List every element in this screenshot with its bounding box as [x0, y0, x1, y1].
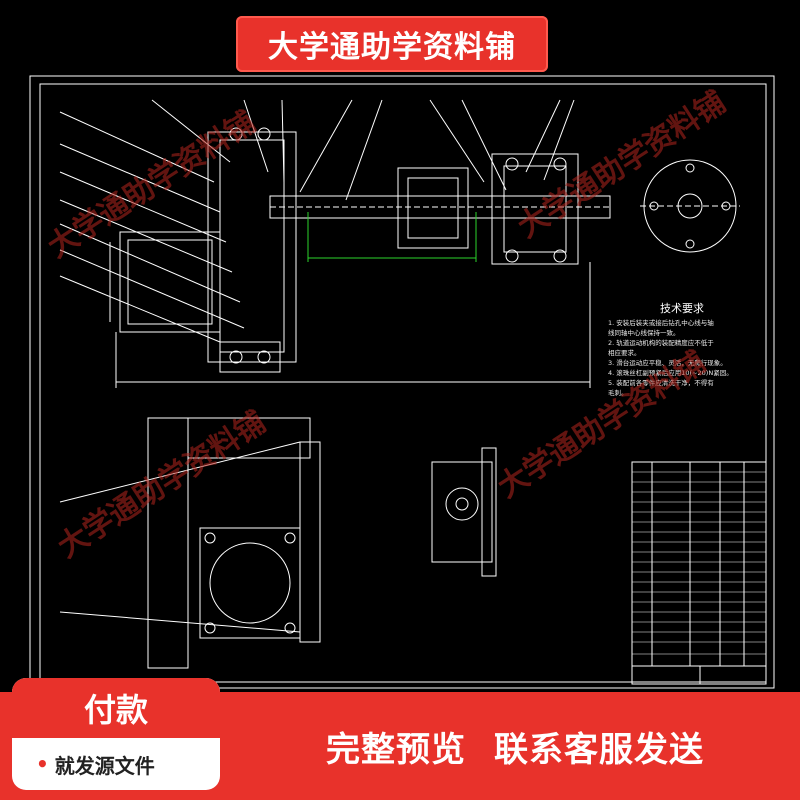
leader-line: [345, 99, 383, 201]
leader-line: [281, 99, 285, 183]
leader-line: [243, 99, 269, 173]
payment-title: 付款: [12, 678, 220, 738]
title-block: [631, 665, 767, 685]
tech-note: 2. 轨道运动机构的装配精度应不低于: [608, 339, 714, 347]
leader-line: [59, 611, 301, 633]
bottom-square-flange: [199, 527, 301, 639]
payment-card[interactable]: 付款 • 就发源文件: [12, 678, 220, 790]
bolt-hole: [284, 622, 296, 634]
leader-line: [59, 111, 215, 183]
left-housing: [207, 131, 297, 363]
tech-note: 毛刺。: [608, 389, 628, 397]
tech-note: 1. 安装后装夹或接后钻孔中心线与轴: [608, 319, 714, 327]
right-bearing-block: [491, 153, 579, 265]
left-housing-inner: [219, 139, 285, 353]
bottom-top-plate: [187, 417, 311, 459]
tech-note: 相应要求。: [608, 349, 641, 357]
tech-requirements-title: 技术要求: [660, 302, 704, 315]
bolt-hole: [204, 532, 216, 544]
leader-line: [59, 171, 227, 243]
tech-note: 4. 滚珠丝杠副预紧后应用10(~20)N紧固。: [608, 369, 733, 377]
payment-subtitle: 就发源文件: [54, 753, 155, 778]
bolt-hole: [257, 127, 271, 141]
leader-line: [59, 441, 301, 503]
section-block: [431, 461, 493, 563]
tech-requirements-notes: 1. 安装后装夹或接后钻孔中心线与轴 线同轴中心线保持一致。 2. 轨道运动机构…: [608, 318, 748, 398]
base-block: [219, 341, 281, 373]
bolt-hole: [505, 249, 519, 263]
payment-subtitle-row: • 就发源文件: [12, 738, 220, 790]
section-bore-inner: [455, 497, 469, 511]
bottom-rail: [299, 441, 321, 643]
cad-drawing: [0, 72, 800, 692]
shop-banner: 大学通助学资料铺: [236, 16, 548, 72]
drawing-frame: [29, 75, 775, 689]
tech-note: 5. 装配前各零件应清洗干净，不得有: [608, 379, 714, 387]
bolt-hole: [553, 249, 567, 263]
leader-line: [543, 99, 575, 181]
bolt-hole: [204, 622, 216, 634]
bolt-hole: [257, 350, 271, 364]
bottom-bore: [209, 542, 291, 624]
ball-nut: [397, 167, 469, 249]
leader-line: [461, 99, 507, 191]
section-flange: [481, 447, 497, 577]
tech-note: 线同轴中心线保持一致。: [608, 329, 680, 337]
bolt-hole: [284, 532, 296, 544]
drawing-border: [39, 83, 767, 683]
footer-contact-text: 联系客服发送: [494, 729, 704, 770]
leader-line: [151, 99, 231, 163]
bolt-hole: [685, 163, 695, 173]
ball-nut-inner: [407, 177, 459, 239]
leader-line: [429, 99, 485, 183]
bolt-hole: [505, 157, 519, 171]
bullet-icon: •: [36, 752, 49, 776]
motor-body: [119, 231, 221, 333]
leader-line: [59, 223, 241, 303]
leader-line: [525, 99, 561, 173]
shop-banner-title: 大学通助学资料铺: [268, 30, 516, 65]
section-bore: [445, 487, 479, 521]
leader-line: [59, 199, 233, 273]
bolt-hole: [685, 239, 695, 249]
leader-line: [59, 249, 245, 329]
leader-line: [59, 143, 221, 213]
bolt-hole: [229, 127, 243, 141]
tech-note: 3. 滑台运动应平稳、灵活，无爬行现象。: [608, 359, 727, 367]
bottom-side-plate: [147, 417, 189, 669]
bolt-hole: [553, 157, 567, 171]
leader-line: [299, 99, 353, 193]
right-bearing-inner: [503, 165, 567, 253]
motor-inner: [127, 239, 213, 325]
leader-line: [59, 275, 221, 343]
footer-text: 完整预览 联系客服发送: [230, 692, 800, 800]
bolt-hole: [229, 350, 243, 364]
footer-preview-text: 完整预览: [326, 729, 466, 770]
cad-drawing-svg: [29, 75, 775, 689]
